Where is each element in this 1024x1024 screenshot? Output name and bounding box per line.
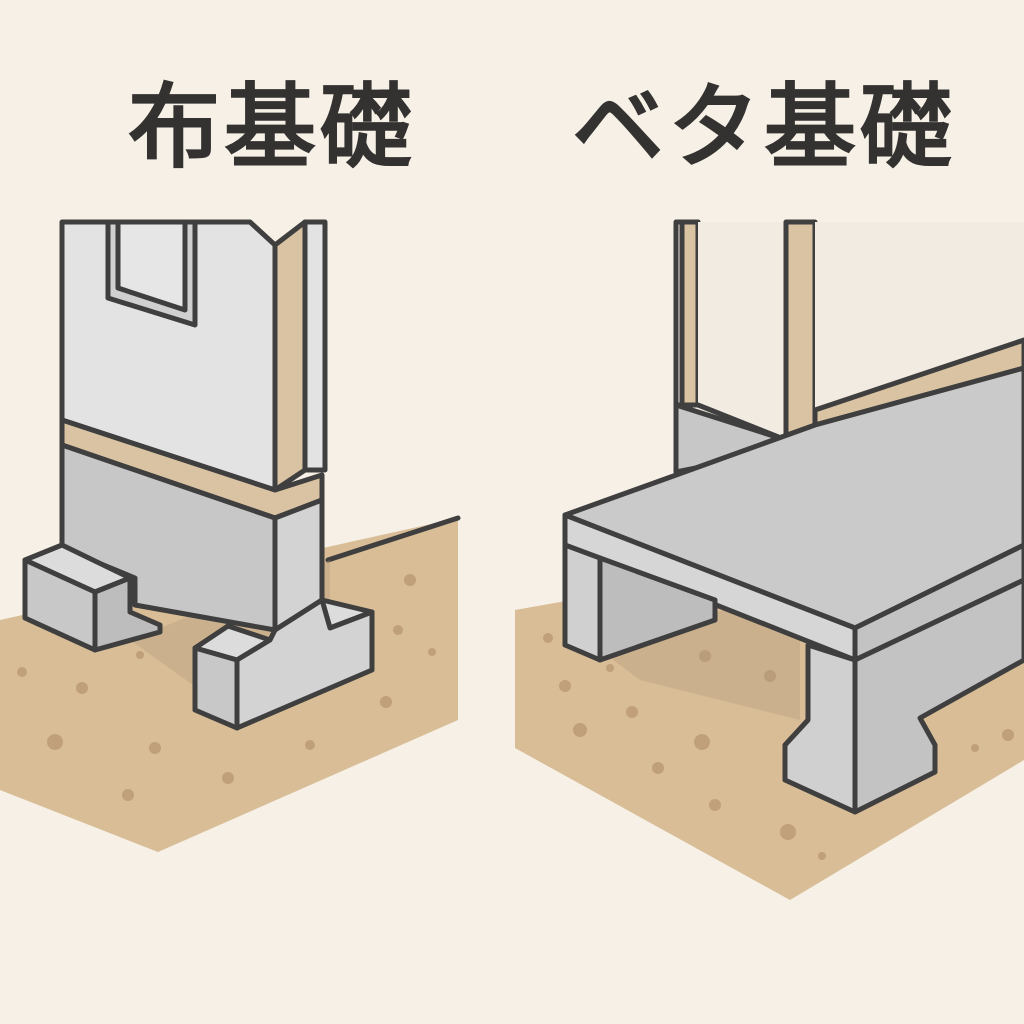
left-soil-dots (17, 574, 436, 801)
right-slab-leg-left (562, 542, 718, 663)
beta-kiso-title: ベタ基礎 (572, 74, 957, 181)
left-footing-front (22, 542, 163, 653)
left-footing-tee (192, 597, 375, 731)
right-soil-dots (543, 633, 1014, 860)
nuno-kiso-title: 布基礎 (128, 74, 417, 181)
nuno-kiso-illustration (0, 219, 461, 852)
right-slab-leg-front (782, 577, 1024, 815)
right-wall (673, 219, 1024, 475)
beta-kiso-illustration (515, 219, 1024, 900)
left-wall (59, 219, 328, 493)
